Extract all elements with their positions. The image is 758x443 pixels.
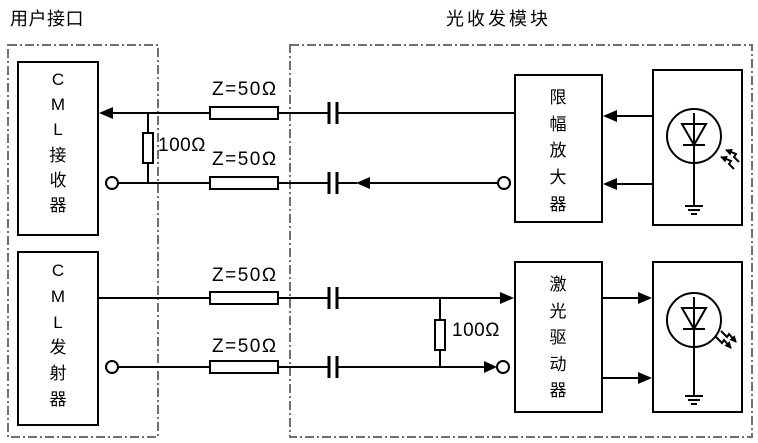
ground-icon bbox=[685, 395, 703, 405]
tx-trace-p bbox=[98, 287, 514, 309]
rx-p-resistor-icon bbox=[209, 106, 279, 120]
ground-icon bbox=[685, 205, 703, 215]
tx-n-impedance-label: Z=50Ω bbox=[212, 336, 278, 357]
laser-diode-icon bbox=[666, 292, 737, 396]
arrow-left-icon bbox=[603, 178, 617, 190]
tx-n-arrow-icon bbox=[484, 361, 497, 373]
photodetector-block bbox=[652, 69, 743, 226]
rx-termination-resistor-icon bbox=[142, 113, 154, 183]
cml-receiver-block bbox=[17, 61, 99, 236]
rx-n-arrow-icon bbox=[356, 177, 370, 189]
cml-receiver-label: CML接收器 bbox=[49, 70, 67, 216]
optical-module-title: 光收发模块 bbox=[446, 9, 551, 30]
user-interface-title: 用户接口 bbox=[10, 9, 84, 30]
user-interface-boundary bbox=[7, 44, 159, 438]
tx-n-resistor-icon bbox=[209, 360, 279, 374]
tx-n-left-terminal bbox=[105, 360, 119, 374]
laser-driver-block bbox=[514, 261, 603, 413]
tx-p-resistor-icon bbox=[209, 291, 279, 305]
detector-to-amplifier-arrows bbox=[603, 110, 653, 190]
rx-p-impedance-label: Z=50Ω bbox=[212, 79, 278, 100]
rx-n-left-terminal bbox=[105, 176, 119, 190]
photodiode-icon bbox=[666, 108, 740, 206]
limiting-amplifier-label: 限幅放大器 bbox=[549, 88, 567, 214]
rx-trace-p bbox=[99, 102, 515, 124]
tx-termination-label: 100Ω bbox=[452, 320, 500, 341]
rx-n-resistor-icon bbox=[209, 176, 279, 190]
laser-driver-label: 激光驱动器 bbox=[549, 275, 567, 400]
driver-to-laser-arrows bbox=[602, 292, 652, 384]
rx-n-capacitor-icon bbox=[327, 172, 339, 194]
tx-n-capacitor-icon bbox=[327, 356, 339, 378]
tx-n-right-terminal bbox=[496, 360, 510, 374]
laser-block bbox=[652, 261, 743, 413]
limiting-amplifier-block bbox=[514, 74, 603, 223]
tx-p-arrow-icon bbox=[500, 292, 514, 304]
rx-n-impedance-label: Z=50Ω bbox=[212, 149, 278, 170]
cml-transmitter-label: CML发射器 bbox=[49, 261, 67, 409]
tx-p-capacitor-icon bbox=[327, 287, 339, 309]
tx-termination-resistor-icon bbox=[434, 298, 446, 367]
optical-module-boundary bbox=[289, 44, 753, 438]
tx-trace-n bbox=[105, 356, 510, 378]
arrow-right-icon bbox=[638, 292, 652, 304]
arrow-left-icon bbox=[603, 110, 617, 122]
arrow-right-icon bbox=[638, 372, 652, 384]
tx-p-impedance-label: Z=50Ω bbox=[212, 265, 278, 286]
rx-termination-label: 100Ω bbox=[158, 135, 206, 156]
rx-trace-n bbox=[105, 172, 511, 194]
rx-n-right-terminal bbox=[497, 176, 511, 190]
rx-p-capacitor-icon bbox=[327, 102, 339, 124]
rx-p-arrow-icon bbox=[99, 107, 113, 119]
cml-transmitter-block bbox=[17, 251, 99, 426]
